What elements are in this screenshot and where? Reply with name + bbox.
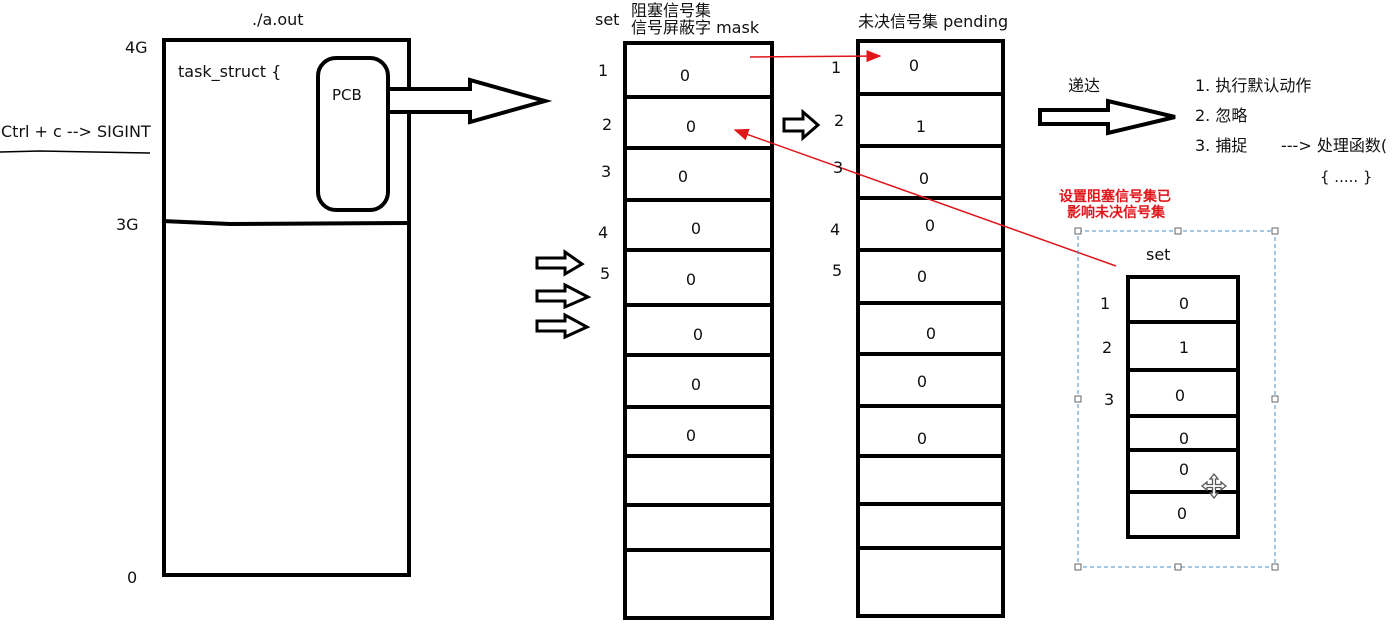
signal-arrow-icon <box>535 312 591 340</box>
pcb-arrow-icon <box>386 77 553 125</box>
delivery-label: 递达 <box>1068 76 1101 95</box>
mask-cell <box>623 454 774 507</box>
pending-header: 未决信号集 pending <box>858 12 1009 31</box>
delivery-option: 3. 捕捉 <box>1195 136 1248 155</box>
move-cursor-icon <box>1200 472 1228 500</box>
label-4g: 4G <box>125 38 148 57</box>
mask-cell-value: 0 <box>679 66 691 85</box>
mask-cell-value: 0 <box>677 167 689 186</box>
inset-cell <box>1126 490 1240 539</box>
signal-arrow-icon <box>535 249 585 277</box>
task-struct-label: task_struct { <box>178 62 282 81</box>
mask-row-number: 1 <box>598 61 609 80</box>
pending-column <box>856 39 1005 618</box>
annotation-line1: 设置阻塞信号集已 <box>1059 189 1171 205</box>
mask-cell-value: 0 <box>690 375 702 394</box>
inset-row-number: 1 <box>1100 294 1111 313</box>
program-title: ./a.out <box>252 10 304 29</box>
inset-set-label: set <box>1146 245 1171 264</box>
mask-cell-value: 0 <box>685 117 697 136</box>
mask-cell-value: 0 <box>690 219 702 238</box>
pcb-label: PCB <box>332 86 362 104</box>
pending-cell <box>856 546 1005 618</box>
mask-row-number: 4 <box>598 223 609 242</box>
mask-cell <box>623 146 774 202</box>
mask-cell-value: 0 <box>692 325 704 344</box>
mask-row-number: 2 <box>602 115 613 134</box>
label-3g: 3G <box>116 215 139 234</box>
mask-column <box>623 41 774 620</box>
selection-handles[interactable] <box>1074 227 1279 571</box>
delivery-option: 2. 忽略 <box>1195 106 1248 125</box>
inset-column <box>1126 275 1240 539</box>
handler-body: { ..... } <box>1320 168 1373 186</box>
pending-cell-value: 1 <box>915 117 927 136</box>
pending-cell-value: 0 <box>908 56 920 75</box>
ctrl-c-label: Ctrl + c --> SIGINT <box>1 122 151 141</box>
mask-header-line2: 信号屏蔽字 mask <box>631 18 760 37</box>
pending-cell-value: 0 <box>916 267 928 286</box>
pending-row-number: 4 <box>830 220 841 239</box>
handler-label: ---> 处理函数( <box>1281 136 1388 155</box>
inset-cell-value: 0 <box>1176 504 1188 523</box>
mask-row-number: 3 <box>601 162 612 181</box>
inset-cell-value: 0 <box>1178 460 1190 479</box>
mask-to-pending-arrow-icon <box>782 108 821 142</box>
mask-row-number: 5 <box>600 264 611 283</box>
pending-cell-value: 0 <box>925 324 937 343</box>
signal-arrow-icon <box>535 282 592 310</box>
pending-cell <box>856 502 1005 550</box>
inset-row-number: 3 <box>1104 390 1115 409</box>
mask-cell <box>623 503 774 552</box>
inset-row-number: 2 <box>1102 338 1113 357</box>
pending-cell-value: 0 <box>924 216 936 235</box>
delivery-option: 1. 执行默认动作 <box>1195 76 1312 95</box>
pending-cell-value: 0 <box>918 169 930 188</box>
mask-cell-value: 0 <box>685 426 697 445</box>
mask-cell <box>623 548 774 620</box>
delivery-arrow-icon <box>1038 98 1176 136</box>
mask-to-pending-red-arrow <box>749 50 882 63</box>
pcb-box <box>316 56 390 212</box>
pending-row-number: 3 <box>833 158 844 177</box>
pending-row-number: 5 <box>832 261 843 280</box>
pending-row-number: 2 <box>834 111 845 130</box>
mask-header-line1: 阻塞信号集 <box>631 1 712 20</box>
mask-set-label: set <box>595 10 620 29</box>
pending-cell <box>856 39 1005 96</box>
pending-cell-value: 0 <box>916 372 928 391</box>
inset-cell-value: 1 <box>1178 338 1190 357</box>
ctrl-c-underline <box>0 150 151 154</box>
mask-cell-value: 0 <box>685 270 697 289</box>
pending-cell <box>856 454 1005 506</box>
pending-row-number: 1 <box>831 58 842 77</box>
inset-cell-value: 0 <box>1178 294 1190 313</box>
process-memory-box <box>162 38 411 577</box>
kernel-user-divider <box>161 219 411 227</box>
label-0: 0 <box>127 568 138 587</box>
inset-to-mask-red-arrow <box>733 128 1117 267</box>
inset-cell-value: 0 <box>1178 429 1190 448</box>
inset-cell-value: 0 <box>1174 386 1186 405</box>
pending-cell-value: 0 <box>916 429 928 448</box>
annotation-line2: 影响未决信号集 <box>1067 205 1165 221</box>
